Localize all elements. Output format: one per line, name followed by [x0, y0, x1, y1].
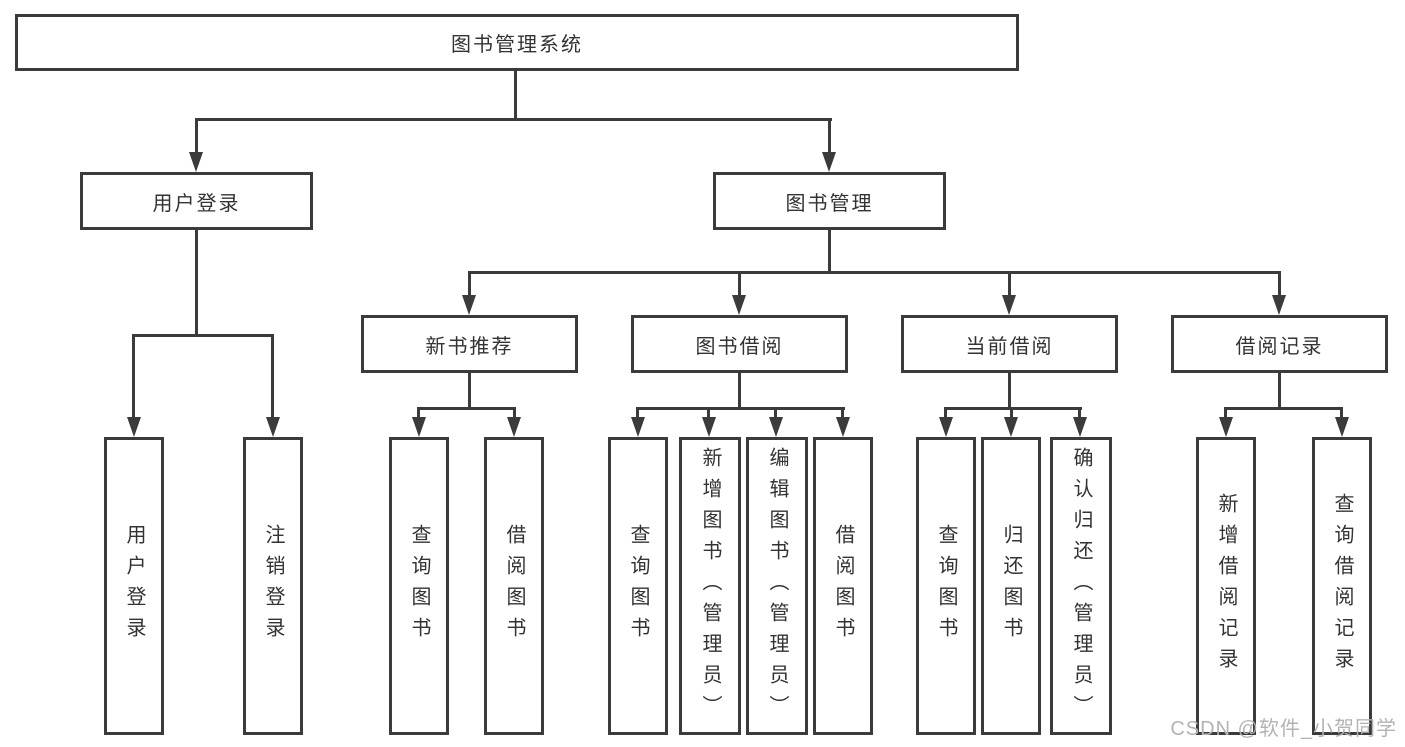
leaf-label: 新增借阅记录 — [1215, 493, 1237, 679]
connector-stub — [271, 334, 274, 418]
connector-branch — [637, 407, 845, 410]
connector-branch — [945, 407, 1082, 410]
arrow-down-icon — [1272, 295, 1286, 315]
connector-stub — [707, 407, 710, 419]
leaf-label: 新增图书（管理员） — [699, 446, 721, 726]
connector-trunk — [1008, 373, 1011, 409]
connector-stub — [195, 118, 198, 154]
connector-stub — [944, 407, 947, 419]
csdn-watermark: CSDN @软件_小贺同学 — [1170, 718, 1397, 740]
connector-trunk — [738, 373, 741, 409]
leaf-label: 编辑图书（管理员） — [766, 446, 788, 726]
connector-stub — [132, 334, 135, 418]
connector-user-login-branch — [133, 334, 274, 337]
leaf-label: 借阅图书 — [503, 524, 525, 648]
leaf-label: 归还图书 — [1000, 524, 1022, 648]
arrow-down-icon — [822, 152, 836, 172]
leaf-query-books-current: 查询图书 — [916, 437, 976, 735]
node-library-system: 图书管理系统 — [15, 14, 1019, 71]
connector-book-mgmt-branch — [469, 271, 1281, 274]
leaf-user-login: 用户登录 — [104, 437, 164, 735]
connector-stub — [841, 407, 844, 419]
arrow-down-icon — [127, 417, 141, 437]
connector-stub — [468, 271, 471, 297]
leaf-label: 确认归还（管理员） — [1070, 446, 1092, 726]
leaf-query-borrow-record: 查询借阅记录 — [1312, 437, 1372, 735]
arrow-down-icon — [412, 417, 426, 437]
node-current-borrowing: 当前借阅 — [901, 315, 1118, 373]
leaf-add-borrow-record: 新增借阅记录 — [1196, 437, 1256, 735]
arrow-down-icon — [1335, 417, 1349, 437]
connector-stub — [774, 407, 777, 419]
leaf-return-book: 归还图书 — [981, 437, 1041, 735]
connector-stub — [1008, 271, 1011, 297]
leaf-borrow-books-borrowing: 借阅图书 — [813, 437, 873, 735]
connector-book-mgmt-trunk — [828, 230, 831, 273]
connector-branch — [1225, 407, 1343, 410]
leaf-label: 查询图书 — [627, 524, 649, 648]
connector-branch — [418, 407, 516, 410]
leaf-label: 借阅图书 — [832, 524, 854, 648]
arrow-down-icon — [462, 295, 476, 315]
arrow-down-icon — [266, 417, 280, 437]
leaf-label: 用户登录 — [123, 524, 145, 648]
arrow-down-icon — [769, 417, 783, 437]
leaf-logout: 注销登录 — [243, 437, 303, 735]
node-book-management: 图书管理 — [713, 172, 946, 230]
arrow-down-icon — [1073, 417, 1087, 437]
arrow-down-icon — [732, 295, 746, 315]
arrow-down-icon — [1219, 417, 1233, 437]
leaf-query-books-borrowing: 查询图书 — [608, 437, 668, 735]
arrow-down-icon — [631, 417, 645, 437]
leaf-edit-book-admin: 编辑图书（管理员） — [746, 437, 808, 735]
arrow-down-icon — [702, 417, 716, 437]
connector-stub — [1010, 407, 1013, 419]
connector-stub — [828, 118, 831, 154]
connector-root-trunk — [514, 68, 517, 120]
connector-root-branch — [196, 118, 832, 121]
arrow-down-icon — [836, 417, 850, 437]
leaf-borrow-books-recommend: 借阅图书 — [484, 437, 544, 735]
arrow-down-icon — [507, 417, 521, 437]
connector-stub — [417, 407, 420, 419]
connector-stub — [738, 271, 741, 297]
connector-trunk — [468, 373, 471, 409]
arrow-down-icon — [939, 417, 953, 437]
leaf-query-books-recommend: 查询图书 — [389, 437, 449, 735]
connector-stub — [1340, 407, 1343, 419]
connector-stub — [1278, 271, 1281, 297]
leaf-label: 注销登录 — [262, 524, 284, 648]
node-new-book-recommend: 新书推荐 — [361, 315, 578, 373]
arrow-down-icon — [1002, 295, 1016, 315]
connector-stub — [513, 407, 516, 419]
connector-stub — [1078, 407, 1081, 419]
connector-stub — [1224, 407, 1227, 419]
leaf-label: 查询借阅记录 — [1331, 493, 1353, 679]
leaf-confirm-return-admin: 确认归还（管理员） — [1050, 437, 1112, 735]
arrow-down-icon — [189, 152, 203, 172]
node-book-borrowing: 图书借阅 — [631, 315, 848, 373]
connector-trunk — [1278, 373, 1281, 409]
connector-user-login-trunk — [195, 230, 198, 336]
node-borrowing-records: 借阅记录 — [1171, 315, 1388, 373]
leaf-add-book-admin: 新增图书（管理员） — [679, 437, 741, 735]
arrow-down-icon — [1004, 417, 1018, 437]
node-user-login: 用户登录 — [80, 172, 313, 230]
leaf-label: 查询图书 — [935, 524, 957, 648]
connector-stub — [636, 407, 639, 419]
leaf-label: 查询图书 — [408, 524, 430, 648]
